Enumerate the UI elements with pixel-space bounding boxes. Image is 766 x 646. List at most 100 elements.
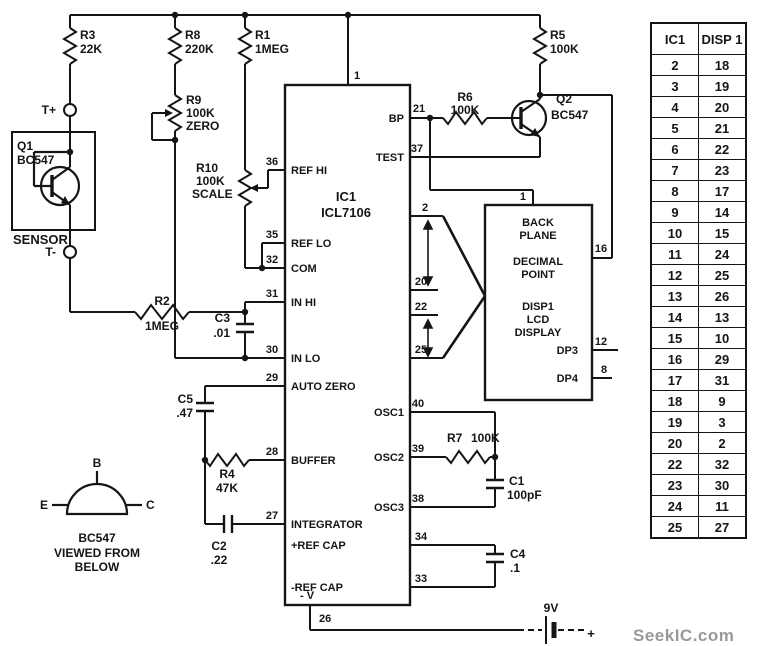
r7-ref-label: R7 [447,431,463,445]
table-cell: 3 [650,75,699,97]
r6-value-label: 100K [451,103,480,117]
pin-number-20: 20 [415,276,427,288]
table-cell: 13 [650,285,699,307]
transistor-q1-symbol [32,150,81,207]
resistor-r8-symbol [167,27,183,65]
pin-name-in-lo: IN LO [291,353,321,365]
c3-ref-label: C3 [215,311,231,325]
pin-number-27: 27 [266,510,278,522]
table-cell: 14 [650,306,699,328]
sensor-box [11,131,96,231]
table-cell: 29 [698,348,747,370]
r7-value-label: 100K [471,431,500,445]
resistor-r5-symbol [532,27,548,65]
potentiometer-r10-symbol [237,169,258,207]
r5-ref-label: R5 [550,28,566,42]
pin-name-neg-v: - V [300,590,315,602]
pin-number-38: 38 [412,493,424,505]
table-cell: 17 [650,369,699,391]
display-point-label: POINT [521,269,555,281]
display-pin-16-label: 16 [595,243,607,255]
c4-ref-label: C4 [510,547,526,561]
q1-ref-label: Q1 [17,139,33,153]
table-cell: 22 [650,453,699,475]
table-cell: 14 [698,201,747,223]
table-cell: 11 [698,495,747,517]
table-cell: 6 [650,138,699,160]
table-cell: 23 [650,474,699,496]
battery-plus-label: + [587,626,595,641]
r1-value-label: 1MEG [255,42,289,56]
table-header-disp1: DISP 1 [698,22,747,55]
pin-number-33: 33 [415,573,427,585]
pin-name-bp: BP [389,113,404,125]
pin-number-32: 32 [266,254,278,266]
pin-number-1: 1 [354,70,360,82]
pin-number-25: 25 [415,344,427,356]
table-cell: 9 [650,201,699,223]
table-cell: 3 [698,411,747,433]
pin-name-osc3: OSC3 [374,502,404,514]
table-cell: 9 [698,390,747,412]
r1-ref-label: R1 [255,28,271,42]
resistor-r6-symbol [442,110,488,126]
table-cell: 15 [698,222,747,244]
r10-ref-label: R10 [196,161,218,175]
c5-ref-label: C5 [178,392,194,406]
c4-value-label: .1 [510,561,520,575]
table-cell: 8 [650,180,699,202]
ic1-designator-label: IC1 [336,189,356,204]
c3-value-label: .01 [213,326,230,340]
circuit-wires [69,14,618,631]
pinout-b-label: B [93,456,102,470]
table-cell: 23 [698,159,747,181]
capacitor-c5-symbol [196,401,214,413]
table-cell: 24 [650,495,699,517]
table-cell: 2 [698,432,747,454]
c1-value-label: 100pF [507,488,542,502]
pinout-c-label: C [146,498,155,512]
r4-value-label: 47K [216,481,238,495]
pin-number-29: 29 [266,372,278,384]
display-pin-1-label: 1 [520,191,526,203]
pin-number-22: 22 [415,301,427,313]
table-cell: 11 [650,243,699,265]
table-cell: 4 [650,96,699,118]
capacitor-c4-symbol [486,552,504,564]
pin-number-28: 28 [266,446,278,458]
table-cell: 32 [698,453,747,475]
pin-number-34: 34 [415,531,428,543]
pin-number-39: 39 [412,443,424,455]
r5-value-label: 100K [550,42,579,56]
battery-symbol [545,616,557,644]
r9-ref-label: R9 [186,93,202,107]
capacitor-c2-symbol [222,515,234,533]
pin-number-37: 37 [411,143,423,155]
capacitor-c1-symbol [486,478,504,490]
pin-name-osc2: OSC2 [374,452,404,464]
pin-number-30: 30 [266,344,278,356]
table-cell: 2 [650,54,699,76]
pin-name-test: TEST [376,152,404,164]
ic1-part-label: ICL7106 [321,205,371,220]
table-cell: 25 [650,516,699,539]
capacitor-c3-symbol [236,322,254,334]
r2-value-label: 1MEG [145,319,179,333]
pin-number-26: 26 [319,613,331,625]
table-cell: 25 [698,264,747,286]
table-cell: 22 [698,138,747,160]
